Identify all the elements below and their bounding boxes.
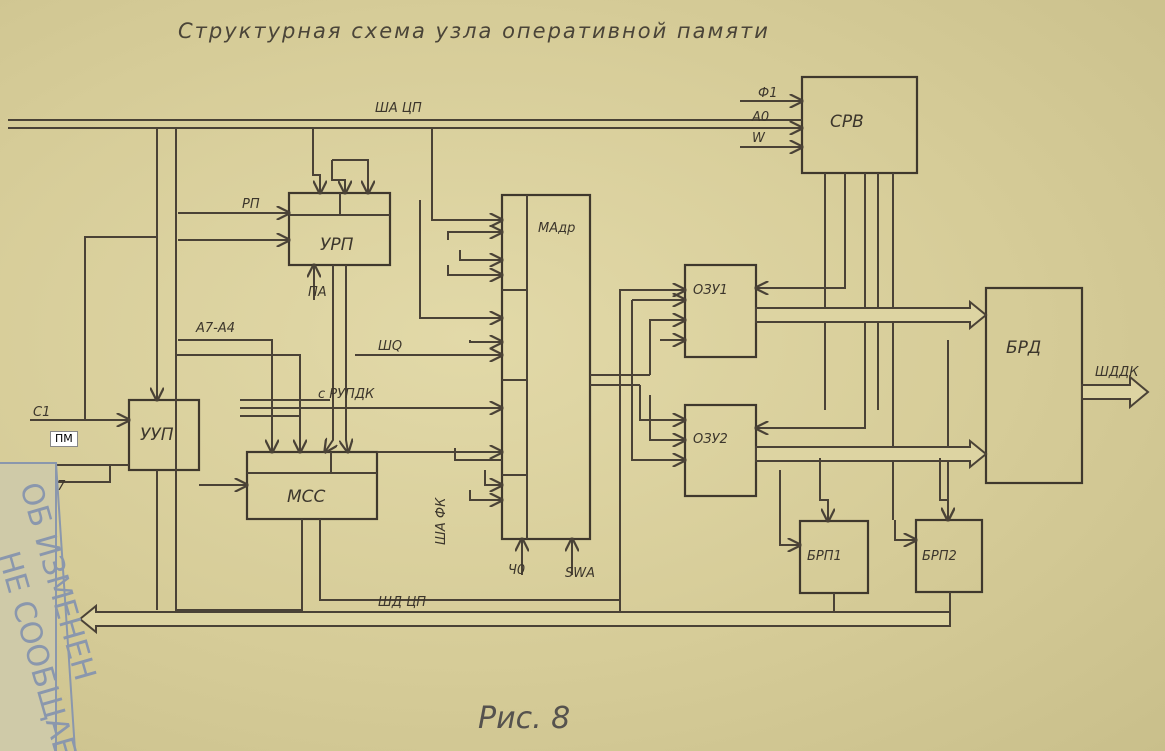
signal-pa: ПА xyxy=(308,285,327,300)
block-mss-label: МСС xyxy=(287,487,326,507)
block-ozu1: ОЗУ1 xyxy=(683,263,758,359)
block-brp1: БРП1 xyxy=(798,519,870,595)
block-brp2: БРП2 xyxy=(914,518,984,594)
signal-f1: Ф1 xyxy=(758,86,777,101)
block-urp: УРП xyxy=(287,191,392,267)
block-brd-label: БРД xyxy=(1006,338,1041,358)
signal-shd-cp: ШД ЦП xyxy=(378,595,426,610)
signal-ch0: Ч0 xyxy=(508,563,525,578)
signal-w: W xyxy=(752,131,766,146)
signal-swa: SWА xyxy=(565,566,595,581)
figure-caption: Рис. 8 xyxy=(478,701,570,736)
rubber-stamp: ОБ ИЗМЕНЕН НЕ СООБЩАЕТ xyxy=(0,462,102,751)
overlay-tag: ПМ xyxy=(50,431,78,447)
block-uup: УУП xyxy=(127,398,201,472)
signal-a7-a4: А7-А4 xyxy=(195,321,235,336)
block-brp2-label: БРП2 xyxy=(922,549,957,564)
block-brd: БРД xyxy=(984,286,1084,485)
bus-shd-cp xyxy=(78,519,951,635)
signal-c1: С1 xyxy=(33,405,50,420)
signal-shd-dk: ШДДК xyxy=(1095,365,1139,380)
block-mss: МСС xyxy=(245,450,379,521)
block-uup-label: УУП xyxy=(140,425,174,445)
wires-srv-down xyxy=(756,173,948,520)
block-srv: СРВ xyxy=(800,75,919,175)
wires-left-trunks xyxy=(84,128,348,611)
block-madr-label: МАдр xyxy=(538,221,575,236)
block-srv-label: СРВ xyxy=(830,112,864,132)
block-ozu1-label: ОЗУ1 xyxy=(693,283,728,298)
block-ozu2: ОЗУ2 xyxy=(683,403,758,498)
wires-madr-ozu xyxy=(590,290,685,610)
wires-madr-inputs xyxy=(240,128,572,575)
signal-sha-cp: ША ЦП xyxy=(375,101,422,116)
block-brp1-label: БРП1 xyxy=(807,549,842,564)
bus-shd-dk xyxy=(1081,374,1150,410)
diagram-title: Структурная схема узла оперативной памят… xyxy=(178,19,770,43)
signal-shq: ШQ xyxy=(378,339,402,354)
block-madr: МАдр xyxy=(500,193,592,541)
block-ozu2-label: ОЗУ2 xyxy=(693,432,728,447)
signal-s-rupdk: с РУПДК xyxy=(318,387,375,402)
signal-rp: РП xyxy=(242,197,260,212)
wires-urp-top xyxy=(178,128,368,300)
wires-ozu-brd xyxy=(755,299,988,545)
signal-sha-fk: ША ФК xyxy=(434,497,449,545)
bus-sha-cp xyxy=(8,101,802,147)
signal-a0: А0 xyxy=(751,110,769,125)
block-urp-label: УРП xyxy=(320,235,354,255)
